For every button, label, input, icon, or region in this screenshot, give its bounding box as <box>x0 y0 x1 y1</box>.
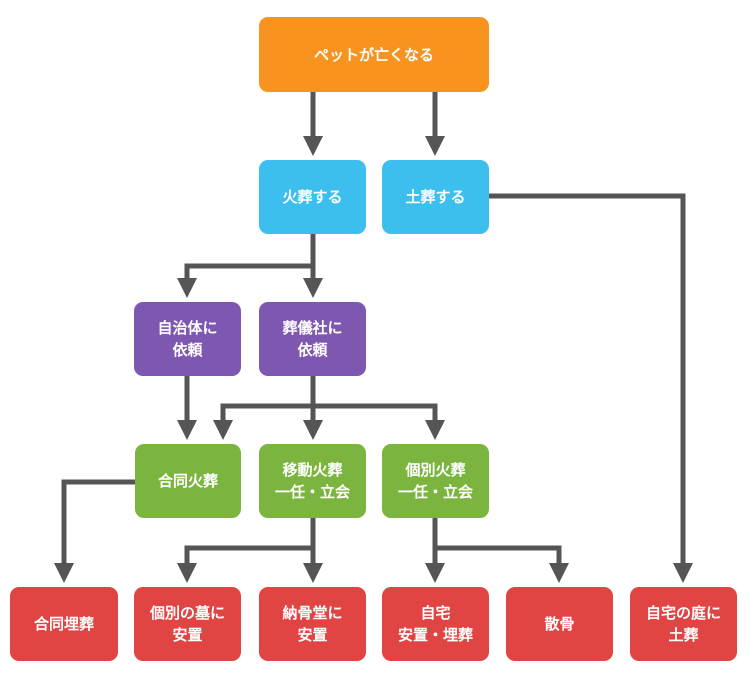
node-label: 土葬する <box>405 188 466 206</box>
node-label-line1: 個別の墓に <box>149 604 225 622</box>
node-garden-burial: 自宅の庭に 土葬 <box>630 587 737 661</box>
node-bury: 土葬する <box>382 160 489 234</box>
node-individual-cremation: 個別火葬 一任・立会 <box>382 444 489 518</box>
edge-bus-right <box>435 545 569 583</box>
node-label-line2: 安置・埋葬 <box>397 626 473 644</box>
node-home-placement: 自宅 安置・埋葬 <box>382 587 489 661</box>
node-scatter-ashes: 散骨 <box>506 587 613 661</box>
node-label: 散骨 <box>544 615 575 633</box>
edge-joint-burial <box>54 479 135 583</box>
node-joint-burial: 合同埋葬 <box>10 587 118 661</box>
node-label: 合同埋葬 <box>33 615 94 633</box>
node-label-line1: 自宅の庭に <box>645 604 721 622</box>
node-municipality-request: 自治体に 依頼 <box>134 302 241 376</box>
node-funeral-company-request: 葬儀社に 依頼 <box>259 302 366 376</box>
node-label-line1: 葬儀社に <box>282 319 343 337</box>
node-joint-cremation: 合同火葬 <box>135 444 241 518</box>
edge-funeral-joint <box>213 403 313 440</box>
node-label: ペットが亡くなる <box>313 45 434 64</box>
node-label-line2: 一任・立会 <box>397 483 473 501</box>
node-mobile-cremation: 移動火葬 一任・立会 <box>259 444 366 518</box>
node-label-line2: 安置 <box>172 626 203 644</box>
node-label-line1: 納骨堂に <box>282 604 343 622</box>
node-pet-passes-away: ペットが亡くなる <box>259 17 489 92</box>
node-label-line1: 自宅 <box>420 604 451 622</box>
edge-funeral-individual <box>313 403 445 440</box>
node-cremate: 火葬する <box>259 160 366 234</box>
node-individual-grave: 個別の墓に 安置 <box>134 587 241 661</box>
node-label-line1: 個別火葬 <box>405 461 466 479</box>
node-label-line2: 依頼 <box>297 341 328 359</box>
node-label-line2: 安置 <box>297 626 328 644</box>
edge-bury-garden <box>489 193 693 583</box>
node-label-line1: 自治体に <box>157 319 218 337</box>
node-label-line2: 一任・立会 <box>274 483 350 501</box>
node-label: 合同火葬 <box>157 472 218 490</box>
edge-bus-left <box>177 545 313 583</box>
node-label-line2: 土葬 <box>668 626 699 644</box>
edge-cremate-branches <box>177 234 316 298</box>
node-label-line1: 移動火葬 <box>282 461 343 479</box>
node-columbarium: 納骨堂に 安置 <box>259 587 366 661</box>
node-label-line2: 依頼 <box>172 341 203 359</box>
node-label: 火葬する <box>282 188 343 206</box>
